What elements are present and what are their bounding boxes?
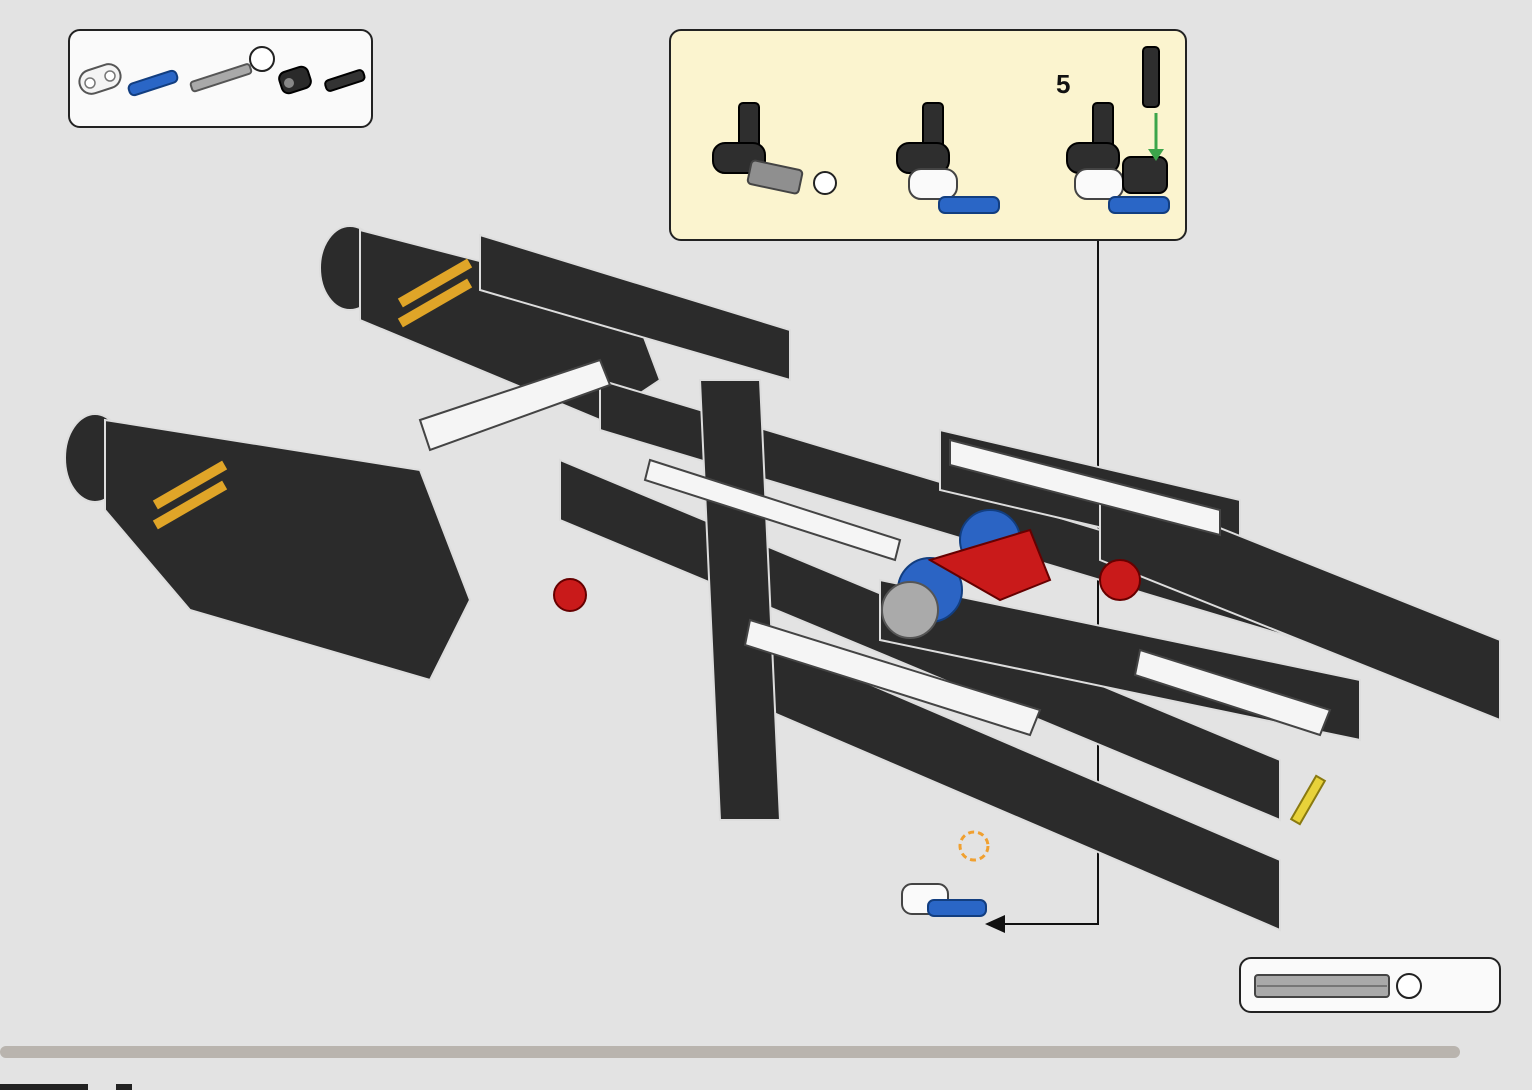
axle-length-art — [1241, 959, 1503, 1015]
progress-bar — [0, 1046, 1460, 1058]
lower-nacelle — [65, 414, 470, 680]
axle-length-callout — [1239, 957, 1501, 1013]
page-number-mark — [0, 1084, 88, 1090]
length-marker — [1397, 974, 1421, 998]
callout-arrowhead — [985, 915, 1005, 933]
yellow-axle — [1291, 776, 1325, 824]
target-hole-highlight — [960, 832, 988, 860]
inserted-part — [902, 884, 986, 916]
page-number-mark — [116, 1084, 132, 1090]
